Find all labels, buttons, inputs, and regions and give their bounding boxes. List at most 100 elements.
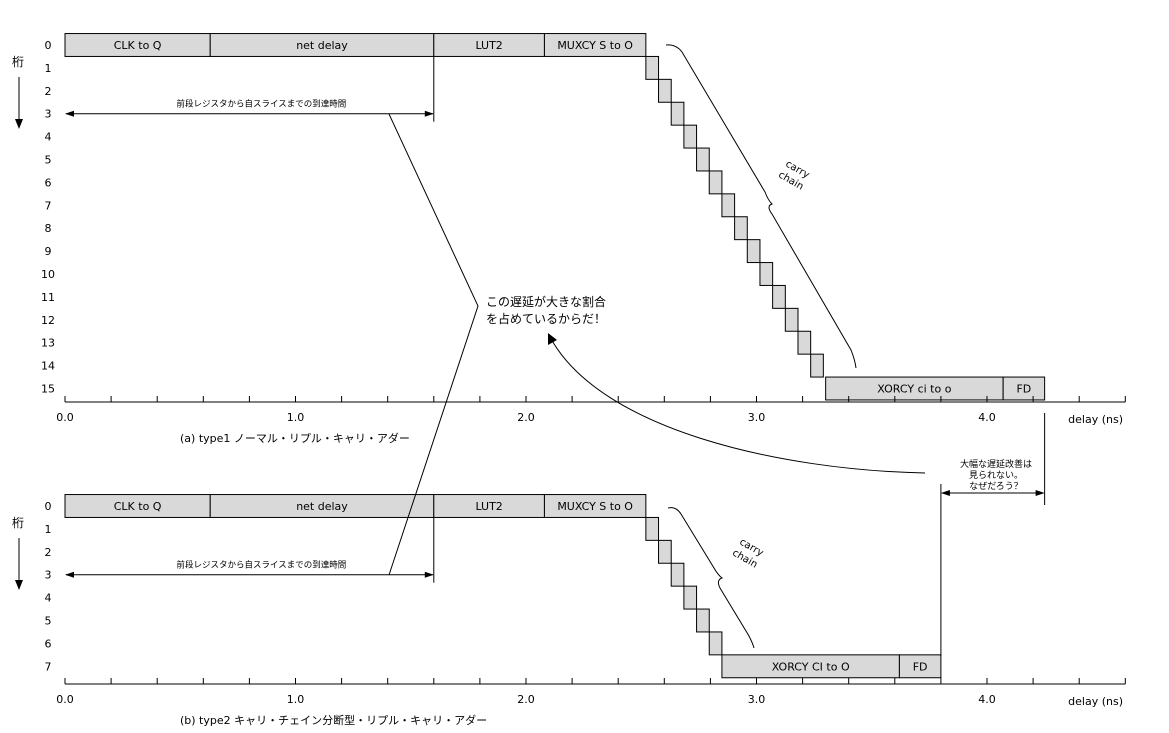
carry-step bbox=[772, 284, 786, 309]
axis-unit-label: delay (ns) bbox=[1068, 413, 1123, 426]
digit-number: 1 bbox=[45, 62, 52, 75]
axis-tick-label: 4.0 bbox=[978, 411, 996, 424]
digit-number: 14 bbox=[41, 360, 55, 373]
axis-tick-label: 1.0 bbox=[287, 411, 305, 424]
digit-number: 6 bbox=[45, 637, 52, 650]
axis-tick-label: 0.0 bbox=[56, 693, 74, 706]
diff-callout-line: 見られない。 bbox=[969, 470, 1023, 481]
carry-step bbox=[696, 608, 710, 633]
carry-step bbox=[696, 147, 710, 172]
segment-label: MUXCY S to O bbox=[557, 500, 633, 513]
axis-tick-label: 2.0 bbox=[517, 411, 535, 424]
callout-leader-line bbox=[388, 113, 479, 576]
digit-number: 0 bbox=[45, 500, 52, 513]
digit-number: 8 bbox=[45, 222, 52, 235]
curved-arrowhead bbox=[548, 333, 557, 345]
segment-label: net delay bbox=[296, 500, 348, 513]
reg-arrow-label: 前段レジスタから自スライスまでの到達時間 bbox=[177, 99, 347, 110]
diff-callout: 大幅な遅延改善は見られない。なぜだろう？ bbox=[960, 458, 1032, 492]
axis-unit-label: delay (ns) bbox=[1068, 695, 1123, 708]
carry-step bbox=[797, 330, 812, 355]
digit-number: 7 bbox=[45, 660, 52, 673]
axis-tick-label: 0.0 bbox=[56, 411, 74, 424]
carry-step bbox=[759, 262, 774, 286]
carry-step bbox=[670, 101, 685, 126]
reg-arrow-label: 前段レジスタから自スライスまでの到達時間 bbox=[177, 560, 347, 571]
digit-direction-arrowhead bbox=[15, 580, 23, 590]
reg-arrowhead-right bbox=[424, 571, 434, 578]
segment-label: CLK to Q bbox=[114, 500, 162, 513]
center-callout: この遅延が大きな割合を占めているからだ！ bbox=[486, 294, 606, 326]
panel-caption: (a) type1 ノーマル・リプル・キャリ・アダー bbox=[180, 431, 410, 445]
segment-bar bbox=[898, 654, 942, 679]
carry-step bbox=[721, 193, 736, 218]
digit-number: 4 bbox=[45, 131, 52, 144]
segment-label: XORCY ci to o bbox=[877, 383, 951, 396]
carry-chain-brace bbox=[667, 507, 755, 649]
segment-label: net delay bbox=[296, 39, 348, 52]
digit-number: 3 bbox=[45, 108, 52, 121]
digit-number: 1 bbox=[45, 523, 52, 536]
digit-number: 2 bbox=[45, 85, 52, 98]
segment-bar bbox=[543, 494, 647, 518]
digit-axis-label: 桁 bbox=[12, 516, 24, 530]
reg-arrowhead-left bbox=[65, 110, 74, 117]
reg-arrowhead-left bbox=[65, 571, 74, 578]
segment-label: LUT2 bbox=[475, 500, 502, 513]
digit-number: 7 bbox=[45, 199, 52, 212]
segment-bar bbox=[543, 33, 647, 57]
carry-step bbox=[810, 353, 824, 378]
segment-label: FD bbox=[913, 660, 928, 673]
carry-step bbox=[645, 55, 660, 80]
reg-arrowhead-right bbox=[424, 110, 434, 117]
digit-number: 11 bbox=[41, 291, 55, 304]
carry-step bbox=[708, 631, 723, 656]
carry-step bbox=[658, 539, 672, 564]
diff-callout-line: なぜだろう？ bbox=[969, 481, 1022, 492]
carry-step bbox=[784, 307, 799, 332]
carry-step bbox=[670, 562, 685, 587]
digit-direction-arrowhead bbox=[15, 119, 23, 129]
carry-step bbox=[683, 585, 698, 610]
axis-tick-label: 4.0 bbox=[978, 693, 996, 706]
segment-label: LUT2 bbox=[475, 39, 502, 52]
carry-step bbox=[708, 170, 723, 195]
carry-step bbox=[658, 78, 672, 103]
carry-step bbox=[645, 516, 660, 541]
digit-number: 9 bbox=[45, 245, 52, 258]
segment-bar bbox=[1002, 376, 1046, 401]
digit-number: 6 bbox=[45, 176, 52, 189]
digit-number: 5 bbox=[45, 615, 52, 628]
digit-number: 5 bbox=[45, 154, 52, 167]
panel-caption: (b) type2 キャリ・チェイン分断型・リプル・キャリ・アダー bbox=[180, 713, 487, 727]
center-callout-line: この遅延が大きな割合 bbox=[486, 294, 606, 309]
annotations: carrychain carrychain この遅延が大きな割合を占めているからだ！… bbox=[388, 44, 1046, 656]
digit-number: 3 bbox=[45, 569, 52, 582]
digit-number: 13 bbox=[41, 337, 55, 350]
axis-tick-label: 1.0 bbox=[287, 693, 305, 706]
carry-chain-brace bbox=[665, 44, 857, 369]
diff-arrowhead-left bbox=[940, 490, 950, 496]
digit-number: 0 bbox=[45, 39, 52, 52]
carry-chain-label: carrychain bbox=[776, 158, 811, 192]
diff-callout-line: 大幅な遅延改善は bbox=[960, 458, 1032, 470]
center-callout-line: を占めているからだ！ bbox=[486, 311, 606, 326]
segment-label: CLK to Q bbox=[114, 39, 162, 52]
digit-number: 10 bbox=[41, 268, 55, 281]
axis-tick-label: 2.0 bbox=[517, 693, 535, 706]
curved-arrow bbox=[549, 336, 926, 474]
carry-step bbox=[683, 124, 698, 149]
digit-number: 12 bbox=[41, 314, 55, 327]
carry-step bbox=[746, 239, 761, 264]
axis-tick-label: 3.0 bbox=[748, 411, 766, 424]
carry-chain-label: carrychain bbox=[730, 536, 765, 570]
digit-number: 15 bbox=[41, 383, 55, 396]
digit-number: 4 bbox=[45, 592, 52, 605]
segment-label: XORCY CI to O bbox=[772, 660, 850, 673]
segment-label: MUXCY S to O bbox=[557, 39, 633, 52]
axis-tick-label: 3.0 bbox=[748, 693, 766, 706]
digit-axis-label: 桁 bbox=[12, 55, 24, 69]
